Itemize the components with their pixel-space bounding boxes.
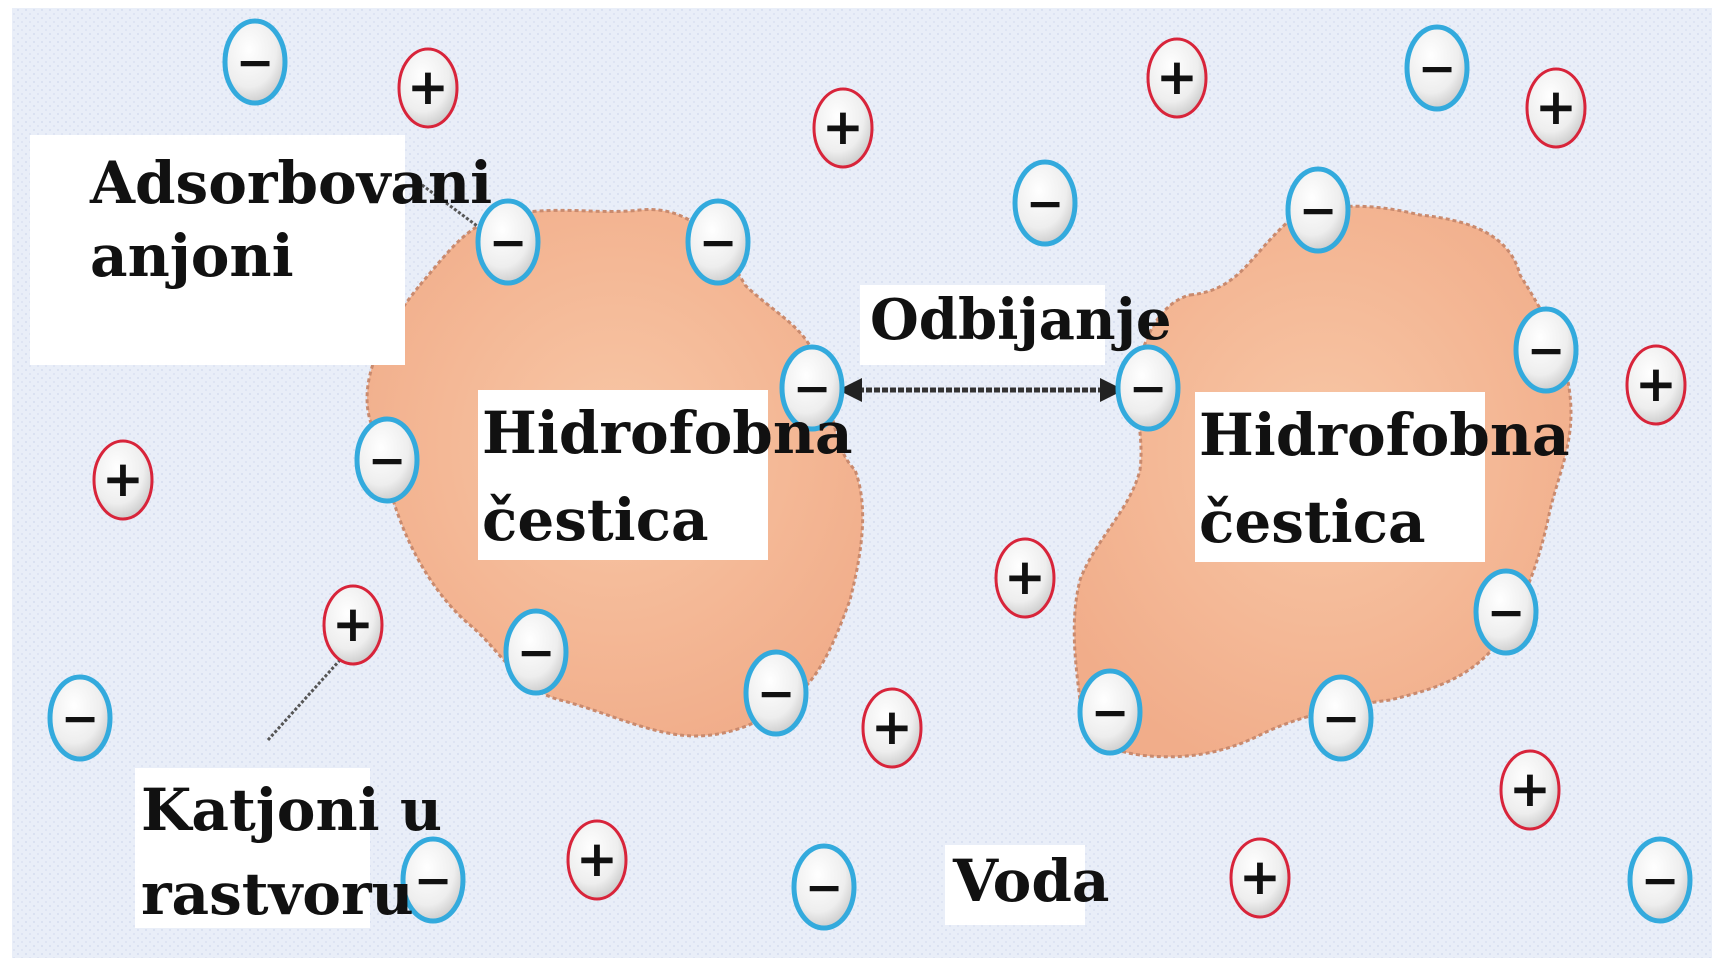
cation-symbol: + <box>1156 48 1198 106</box>
anion-icon: − <box>1118 347 1178 429</box>
anion-symbol: − <box>1091 685 1130 739</box>
cation-symbol: + <box>1535 78 1577 136</box>
cation-icon: + <box>94 441 152 519</box>
cation-symbol: + <box>332 595 374 653</box>
cation-symbol: + <box>1239 848 1281 906</box>
anion-symbol: − <box>1129 361 1168 415</box>
anion-icon: − <box>225 21 285 103</box>
anion-symbol: − <box>757 666 796 720</box>
anion-symbol: − <box>517 625 556 679</box>
anion-symbol: − <box>489 215 528 269</box>
cation-symbol: + <box>576 830 618 888</box>
anion-icon: − <box>1311 677 1371 759</box>
label-hydrophobic-particle-right: Hidrofobna čestica <box>1195 392 1485 562</box>
cation-symbol: + <box>822 98 864 156</box>
anion-icon: − <box>1476 571 1536 653</box>
cation-symbol: + <box>1635 355 1677 413</box>
cation-symbol: + <box>102 450 144 508</box>
label-repulsion: Odbijanje <box>860 285 1105 365</box>
anion-icon: − <box>506 611 566 693</box>
anion-icon: − <box>1080 671 1140 753</box>
cation-icon: + <box>1527 69 1585 147</box>
anion-icon: − <box>50 677 110 759</box>
anion-symbol: − <box>1527 323 1566 377</box>
cation-icon: + <box>568 821 626 899</box>
anion-symbol: − <box>805 860 844 914</box>
cation-icon: + <box>1627 346 1685 424</box>
anion-symbol: − <box>61 691 100 745</box>
cation-icon: + <box>996 539 1054 617</box>
cation-icon: + <box>1231 839 1289 917</box>
cation-symbol: + <box>871 698 913 756</box>
anion-icon: − <box>1288 169 1348 251</box>
anion-symbol: − <box>1641 853 1680 907</box>
cation-icon: + <box>1148 39 1206 117</box>
anion-icon: − <box>1407 27 1467 109</box>
anion-symbol: − <box>1418 41 1457 95</box>
anion-icon: − <box>746 652 806 734</box>
anion-symbol: − <box>368 433 407 487</box>
cation-symbol: + <box>1509 760 1551 818</box>
cation-icon: + <box>324 586 382 664</box>
anion-icon: − <box>1015 162 1075 244</box>
label-cations-in-solution: Katjoni u rastvoru <box>135 768 370 928</box>
label-adsorbed-anions: Adsorbovani anjoni <box>30 135 405 365</box>
anion-symbol: − <box>1026 176 1065 230</box>
anion-symbol: − <box>236 35 275 89</box>
anion-symbol: − <box>1322 691 1361 745</box>
anion-symbol: − <box>699 215 738 269</box>
cation-icon: + <box>863 689 921 767</box>
cation-icon: + <box>814 89 872 167</box>
cation-icon: + <box>1501 751 1559 829</box>
anion-symbol: − <box>414 853 453 907</box>
anion-icon: − <box>357 419 417 501</box>
label-water: Voda <box>945 845 1085 925</box>
anion-icon: − <box>1630 839 1690 921</box>
anion-symbol: − <box>1487 585 1526 639</box>
cation-symbol: + <box>407 58 449 116</box>
anion-icon: − <box>1516 309 1576 391</box>
anion-icon: − <box>688 201 748 283</box>
cation-icon: + <box>399 49 457 127</box>
cation-symbol: + <box>1004 548 1046 606</box>
anion-icon: − <box>794 846 854 928</box>
anion-symbol: − <box>1299 183 1338 237</box>
label-hydrophobic-particle-left: Hidrofobna čestica <box>478 390 768 560</box>
